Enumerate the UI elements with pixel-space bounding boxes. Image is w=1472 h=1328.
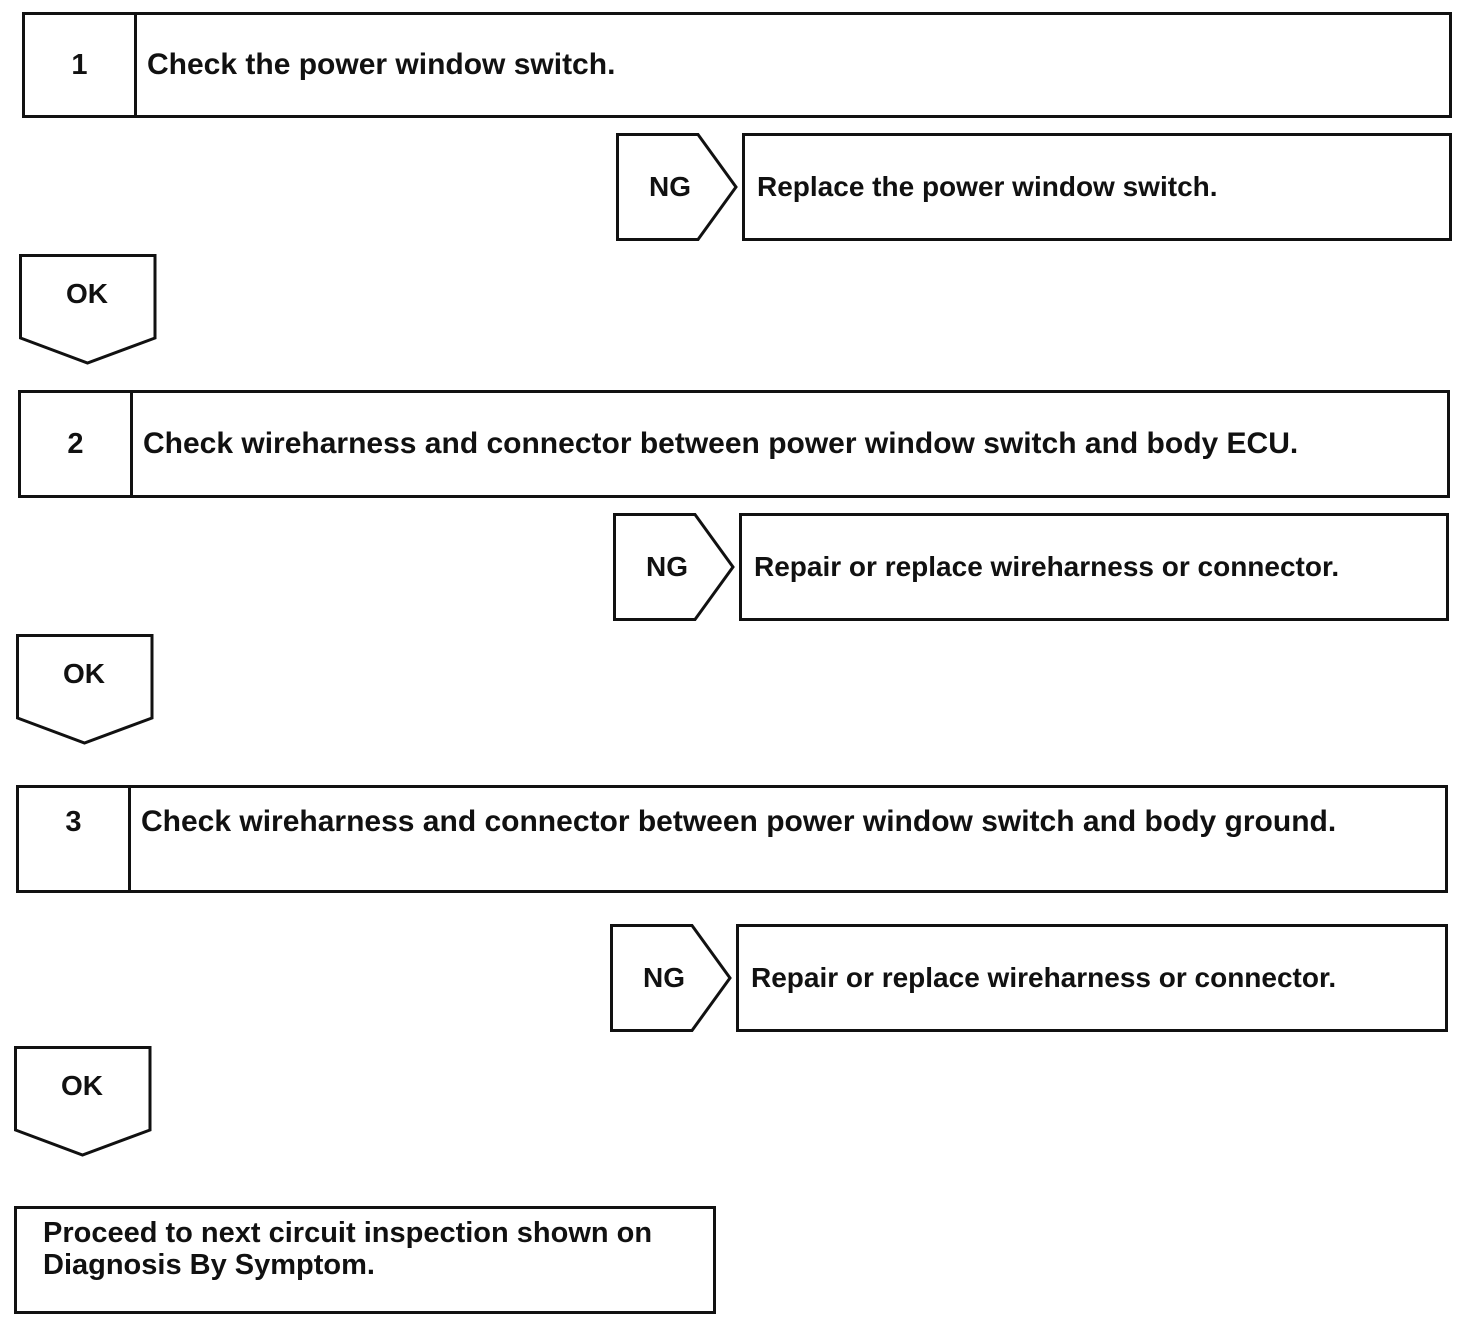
ng-arrow-icon	[616, 133, 738, 241]
step-1-ng-tag: NG	[616, 133, 740, 241]
step-2-ng-action: Repair or replace wireharness or connect…	[739, 513, 1449, 621]
final-instruction-line-2: Diagnosis By Symptom.	[43, 1249, 375, 1281]
ng-arrow-icon	[610, 924, 732, 1032]
final-instruction-box: Proceed to next circuit inspection shown…	[14, 1206, 716, 1314]
step-1-ok-label: OK	[66, 278, 108, 309]
step-3-number: 3	[19, 788, 131, 890]
step-3-ng-action: Repair or replace wireharness or connect…	[736, 924, 1448, 1032]
step-3-ok-tag: OK	[14, 1046, 154, 1158]
step-2-box: 2 Check wireharness and connector betwee…	[18, 390, 1450, 498]
step-3-text: Check wireharness and connector between …	[141, 805, 1337, 838]
step-3-ng-tag: NG	[610, 924, 734, 1032]
ok-arrow-icon	[16, 634, 154, 745]
step-1-number: 1	[25, 15, 137, 115]
step-1-ng-action: Replace the power window switch.	[742, 133, 1452, 241]
step-1-ok-tag: OK	[19, 254, 159, 366]
step-1-ng-label: NG	[649, 171, 691, 202]
step-1-box: 1 Check the power window switch.	[22, 12, 1452, 118]
step-3-box: 3 Check wireharness and connector betwee…	[16, 785, 1448, 893]
step-2-ok-tag: OK	[16, 634, 156, 746]
step-1-text: Check the power window switch.	[147, 48, 616, 81]
ok-arrow-icon	[19, 254, 157, 365]
step-2-text: Check wireharness and connector between …	[143, 427, 1299, 460]
step-3-ng-label: NG	[643, 962, 685, 993]
step-2-ok-label: OK	[63, 658, 105, 689]
ok-arrow-icon	[14, 1046, 152, 1157]
step-3-ok-label: OK	[61, 1070, 103, 1101]
final-instruction-line-1: Proceed to next circuit inspection shown…	[43, 1217, 653, 1249]
ng-arrow-icon	[613, 513, 735, 621]
step-2-ng-tag: NG	[613, 513, 737, 621]
step-2-ng-label: NG	[646, 551, 688, 582]
step-2-number: 2	[21, 393, 133, 495]
